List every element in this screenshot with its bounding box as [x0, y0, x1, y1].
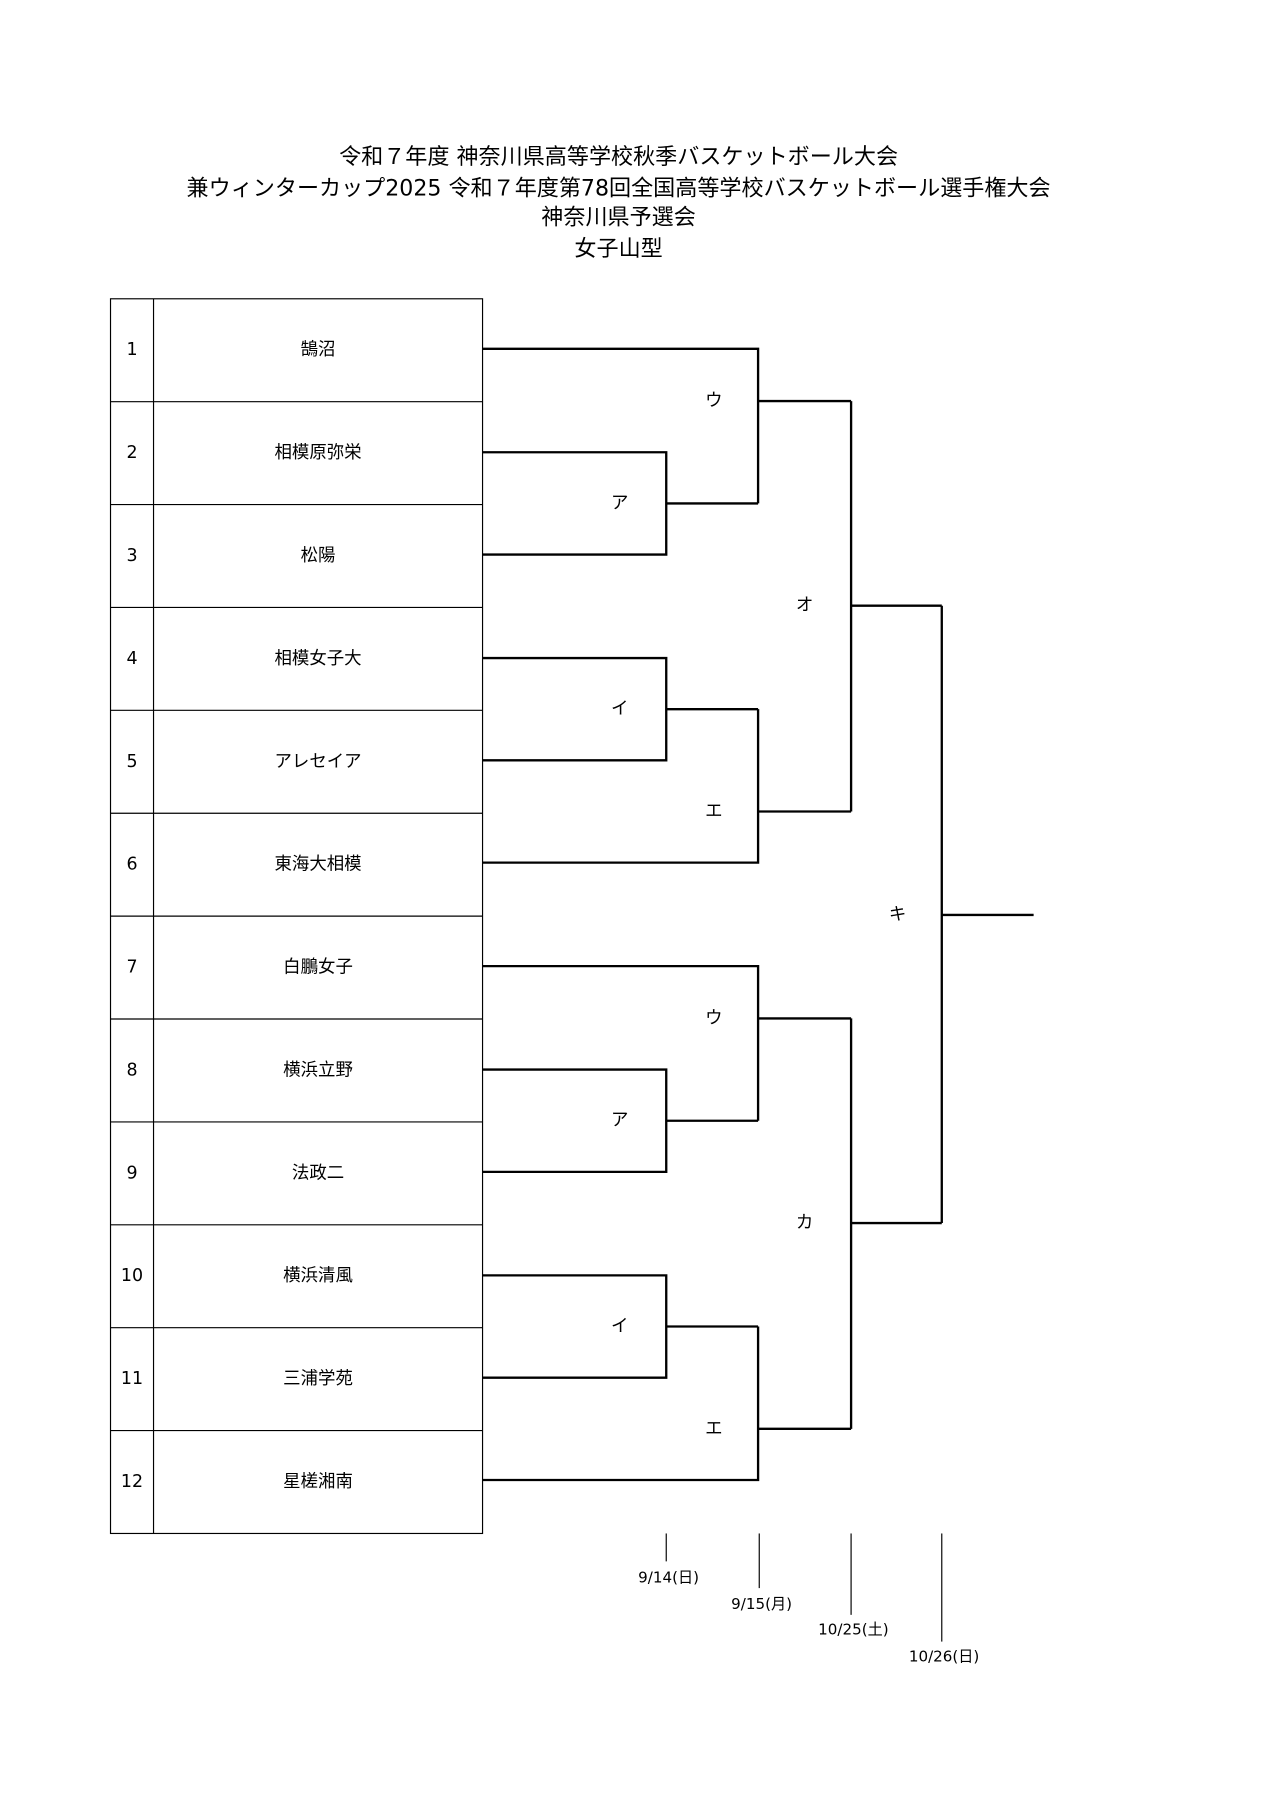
team-name: 松陽	[301, 546, 336, 566]
date-label: 9/15(月)	[731, 1595, 792, 1613]
team-name: アレセイア	[274, 752, 361, 772]
team-number: 9	[126, 1163, 137, 1183]
game-label-a-top: ア	[611, 493, 628, 513]
title-line-4: 女子山型	[574, 237, 662, 262]
team-name: 法政二	[292, 1163, 344, 1183]
team-number: 5	[126, 752, 137, 772]
team-number: 11	[121, 1369, 143, 1389]
team-number: 10	[121, 1266, 143, 1286]
team-number: 3	[126, 546, 137, 566]
team-name: 東海大相模	[274, 855, 361, 875]
team-name: 三浦学苑	[283, 1369, 353, 1389]
game-label-ki: キ	[889, 905, 906, 925]
date-label: 10/25(土)	[818, 1621, 888, 1639]
bracket-lines	[482, 347, 1034, 1482]
game-label-e-bottom: エ	[705, 1419, 722, 1439]
team-name: 横浜清風	[283, 1266, 353, 1286]
game-label-i-bottom: イ	[611, 1317, 628, 1337]
title-line-3: 神奈川県予選会	[541, 205, 696, 230]
team-name: 鵠沼	[301, 340, 336, 360]
date-label: 10/26(日)	[909, 1647, 979, 1665]
team-number: 6	[126, 855, 137, 875]
team-number: 2	[126, 443, 137, 463]
team-name: 相模女子大	[274, 649, 361, 669]
game-label-e-top: エ	[705, 801, 722, 821]
game-label-o: オ	[796, 596, 813, 616]
team-number: 7	[126, 958, 137, 978]
team-number: 12	[121, 1472, 143, 1492]
game-label-a-bottom: ア	[611, 1111, 628, 1131]
date-label: 9/14(日)	[638, 1568, 699, 1586]
team-name: 相模原弥栄	[274, 443, 361, 463]
game-label-u-top: ウ	[705, 391, 722, 411]
team-name: 星槎湘南	[283, 1472, 353, 1492]
team-number: 1	[126, 340, 137, 360]
title-line-1: 令和７年度 神奈川県高等学校秋季バスケットボール大会	[339, 145, 898, 170]
team-name: 横浜立野	[283, 1060, 353, 1080]
game-label-ka: カ	[796, 1213, 813, 1233]
title-line-2: 兼ウィンターカップ2025 令和７年度第78回全国高等学校バスケットボール選手権…	[187, 176, 1051, 201]
team-number: 8	[126, 1060, 137, 1080]
game-label-u-bottom: ウ	[705, 1008, 722, 1028]
team-name: 白鵬女子	[283, 958, 353, 978]
game-label-i-top: イ	[611, 699, 628, 719]
team-table: 1 鵠沼 2 相模原弥栄 3 松陽 4 相模女子大 5 アレセイア 6 東海大相模 7 白鵬女子 8 横浜立野…	[109, 298, 484, 1535]
date-markers: 9/14(日) 9/15(月) 10/25(土) 10/26(日)	[638, 1533, 979, 1665]
team-number: 4	[126, 649, 137, 669]
